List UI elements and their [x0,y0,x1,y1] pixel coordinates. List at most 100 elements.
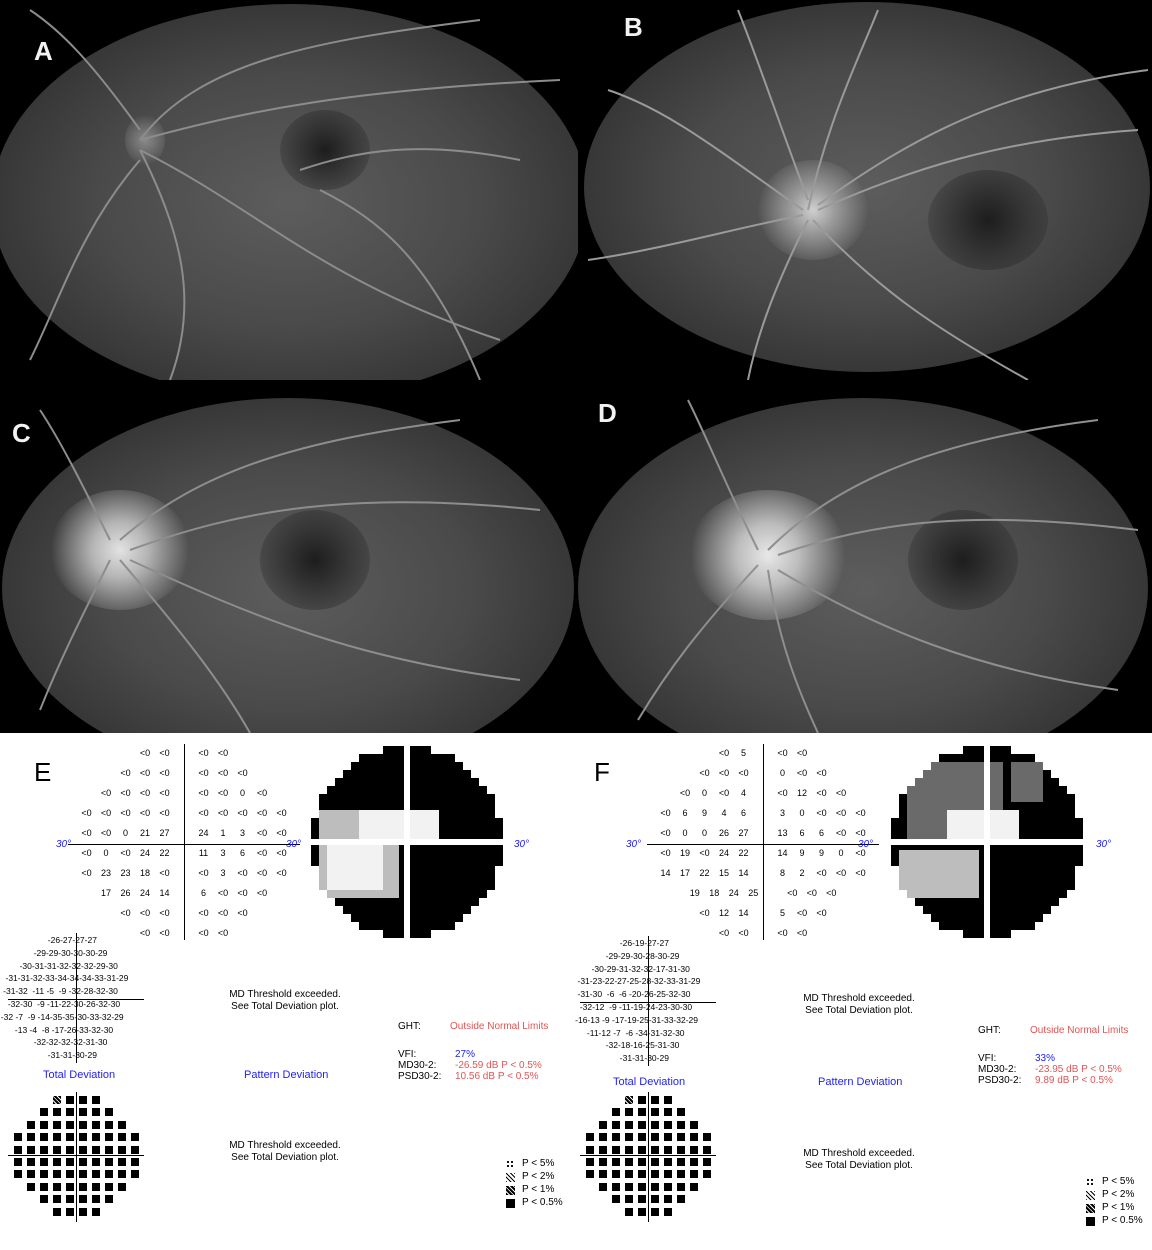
fundus-photo-c: C [0,380,578,733]
threshold-value: 9 [818,848,824,858]
threshold-value: <0 [816,788,827,798]
threshold-value: <0 [835,828,847,838]
retinal-vessels-c [39,409,541,733]
legend-label: P < 2% [1102,1189,1135,1200]
threshold-value: <0 [237,908,248,918]
threshold-value: 13 [777,828,788,838]
threshold-value: <0 [81,828,92,838]
threshold-value: <0 [198,928,209,938]
threshold-value: <0 [256,848,268,858]
threshold-value: <0 [198,788,209,798]
probability-square [117,1182,126,1191]
threshold-value: <0 [100,828,112,838]
probability-square [52,1120,61,1129]
probability-square [13,1145,22,1154]
probability-square [598,1120,607,1129]
threshold-value: 17 [679,868,690,878]
grayscale-plot [306,741,508,943]
threshold-value: <0 [217,808,229,818]
probability-square [65,1207,74,1216]
probability-square [637,1195,646,1204]
total-deviation-row: -32-18-16-25-31-30 [605,1040,680,1051]
panel-letter-e: E [34,757,52,787]
threshold-value: 5 [779,908,785,918]
threshold-value: 6 [740,808,746,818]
probability-square [598,1158,607,1166]
threshold-value: 24 [718,848,729,858]
probability-square [637,1133,646,1142]
threshold-value: <0 [198,808,209,818]
threshold-value: <0 [276,828,287,838]
threshold-value: 14 [738,908,749,918]
total-deviation-row: -32-32-32-32-31-30 [33,1037,108,1048]
threshold-value: 22 [738,848,749,858]
vfi-value: 33% [1035,1053,1056,1064]
probability-square [91,1195,100,1204]
probability-square [624,1108,633,1117]
legend-symbol [506,1186,515,1195]
threshold-value: <0 [718,748,730,758]
threshold-value: 18 [709,888,720,898]
probability-square [624,1195,633,1204]
probability-square [52,1207,61,1216]
total-deviation-row: -30-29-31-32-32-17-31-30 [591,963,690,974]
probability-square [624,1182,633,1191]
ght-value: Outside Normal Limits [1030,1025,1129,1036]
threshold-value: <0 [816,868,827,878]
threshold-value: <0 [855,848,866,858]
retinal-vessels-a [29,9,561,380]
threshold-value: <0 [816,908,827,918]
probability-square [39,1145,48,1154]
threshold-value: 14 [777,848,788,858]
threshold-value: <0 [699,908,710,918]
probability-square [624,1120,633,1129]
probability-square [637,1120,646,1129]
probability-square [104,1133,113,1142]
threshold-value: 4 [721,808,727,818]
probability-square [52,1170,61,1179]
threshold-value: <0 [738,768,749,778]
total-deviation-row: -16-13 -9 -17-19-25-31-33-32-29 [575,1014,698,1025]
probability-square [65,1170,74,1179]
threshold-value: <0 [139,748,151,758]
threshold-value: <0 [159,928,170,938]
probability-square [650,1145,659,1154]
threshold-value: 6 [239,848,245,858]
probability-square [78,1120,87,1129]
retinal-vessels-b [587,9,1149,380]
total-deviation-row: -30-31-31-32-32-32-29-30 [19,960,118,971]
probability-square [650,1207,659,1216]
md-threshold-message-bottom: MD Threshold exceeded.See Total Deviatio… [229,1140,341,1163]
threshold-value: <0 [256,808,268,818]
probability-square [78,1170,87,1179]
psd-label: PSD30-2: [978,1075,1022,1086]
probability-square [91,1158,100,1166]
probability-square [611,1145,620,1154]
threshold-value: <0 [660,848,671,858]
total-deviation-row: -32-12 -9 -11-19-24-23-30-30 [579,1002,693,1012]
threshold-value: <0 [198,748,209,758]
probability-square [26,1182,35,1191]
probability-square [611,1120,620,1129]
probability-square [689,1133,698,1142]
threshold-value: <0 [855,868,866,878]
threshold-value: 27 [738,828,749,838]
threshold-value: <0 [81,868,92,878]
legend-label: P < 1% [1102,1202,1135,1213]
legend-label: P < 1% [522,1184,555,1195]
grid-axis-vertical [763,744,764,940]
threshold-value: <0 [237,868,248,878]
probability-square [26,1158,35,1166]
probability-square [650,1120,659,1129]
probability-square [91,1170,100,1179]
threshold-value: <0 [217,788,229,798]
probability-square [598,1170,607,1179]
threshold-value: <0 [120,848,131,858]
fundus-photo-d: D [578,380,1152,733]
threshold-value: 26 [120,888,131,898]
fundus-photo-b: B [578,0,1152,380]
probability-axis-vertical [76,1092,77,1222]
probability-square [39,1133,48,1142]
probability-axis-horizontal [580,1155,716,1156]
probability-square [702,1145,711,1154]
